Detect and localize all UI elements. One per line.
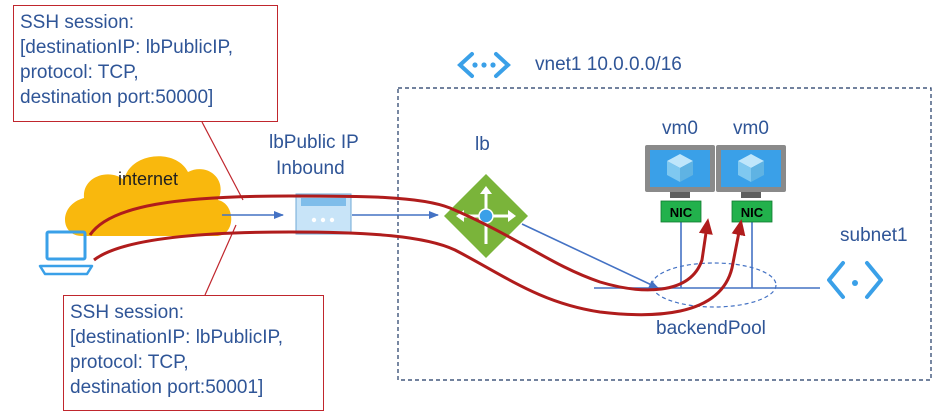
callout-bottom-line: [destinationIP: lbPublicIP, xyxy=(70,327,284,348)
vm-a-nic-label: NIC xyxy=(670,205,693,220)
callout-top-line: protocol: TCP, xyxy=(20,62,139,83)
lb-label: lb xyxy=(475,134,490,155)
vm-b-nic-label: NIC xyxy=(741,205,764,220)
callout-top-line: SSH session: xyxy=(20,12,135,33)
callout-bottom-line: protocol: TCP, xyxy=(70,352,189,373)
backend-pool-ellipse xyxy=(651,262,777,308)
subnet-icon xyxy=(827,261,883,299)
callout-bottom-line: SSH session: xyxy=(70,302,185,323)
callout-top-line: destination port:50000] xyxy=(20,87,214,108)
public-ip-label-line1: lbPublic IP xyxy=(269,132,359,153)
vnet-icon xyxy=(457,52,511,78)
vm-b-icon xyxy=(716,145,786,198)
cloud-icon xyxy=(65,156,232,236)
callout-bottom-line: destination port:50001] xyxy=(70,377,264,398)
vm-a-icon xyxy=(645,145,715,198)
vm-a-label: vm0 xyxy=(662,118,698,139)
subnet-label: subnet1 xyxy=(840,225,908,246)
callout-top-line: [destinationIP: lbPublicIP, xyxy=(20,37,234,58)
load-balancer-icon xyxy=(444,174,528,258)
public-ip-label-line2: Inbound xyxy=(276,158,345,179)
callout-top: SSH session: [destinationIP: lbPublicIP,… xyxy=(13,5,278,122)
backend-pool-label: backendPool xyxy=(656,318,766,339)
callout-top-pointer xyxy=(201,121,244,201)
callout-bottom: SSH session: [destinationIP: lbPublicIP,… xyxy=(63,295,324,411)
vm-b-nic-box xyxy=(731,200,773,223)
ssh-session-path-bottom xyxy=(93,219,746,317)
laptop-icon xyxy=(38,230,94,276)
vm-a-nic-box xyxy=(660,200,702,223)
vnet-boundary xyxy=(397,87,932,381)
public-ip-icon xyxy=(295,193,352,235)
vm-b-label: vm0 xyxy=(733,118,769,139)
vnet-label: vnet1 10.0.0.0/16 xyxy=(535,54,682,75)
ssh-session-path-top xyxy=(88,194,713,292)
internet-label: internet xyxy=(118,169,179,189)
callout-bottom-pointer xyxy=(204,224,237,296)
flow-arrow-lb-to-pool xyxy=(521,223,659,289)
